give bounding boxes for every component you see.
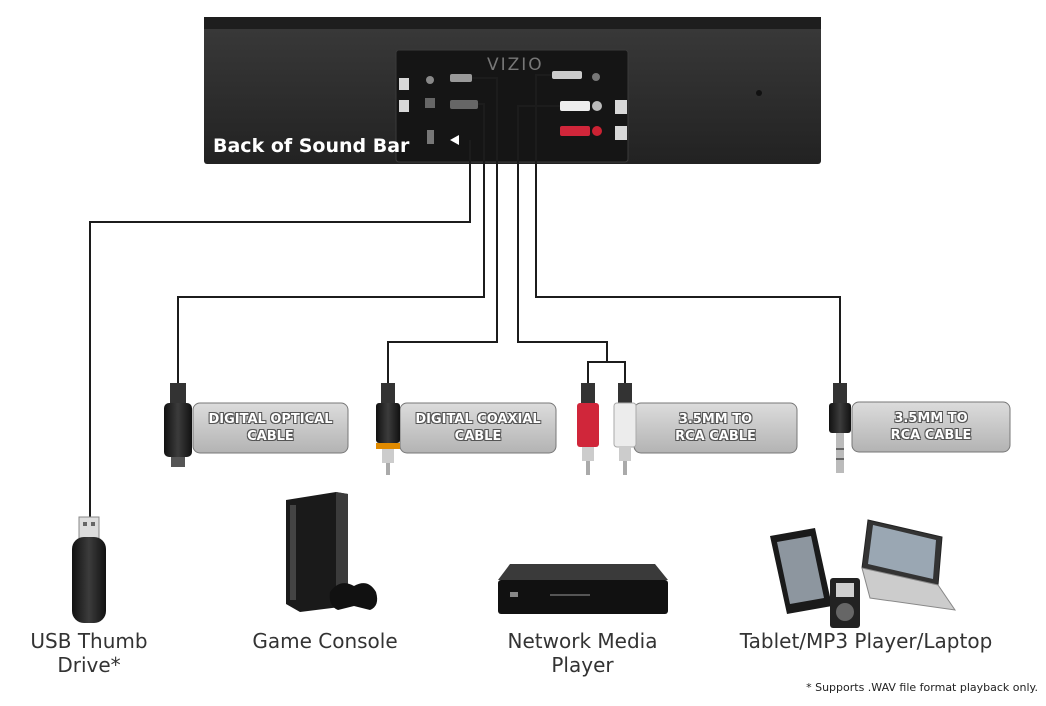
aux-port (592, 73, 600, 81)
panel-clip (615, 126, 627, 140)
rca-red-port (592, 126, 602, 136)
usb-port (427, 130, 434, 144)
aux-connector-icon (829, 383, 851, 473)
cable-routes (89, 74, 841, 520)
usb-drive-label-line2: Drive* (57, 653, 121, 677)
tablet-laptop-icon (770, 519, 957, 628)
rca-white-connector-icon (613, 383, 637, 475)
optical-label-line2: CABLE (247, 429, 294, 444)
media-player-label-line1: Network Media (507, 629, 658, 653)
media-player-icon (498, 564, 668, 614)
media-player-label-line2: Player (551, 653, 614, 677)
aux-plug (552, 71, 582, 79)
rca-cable (517, 105, 608, 385)
aux-label-box (851, 401, 1011, 453)
game-console-icon (286, 492, 378, 612)
mounting-hole (756, 90, 762, 96)
optical-connector-icon (164, 383, 192, 467)
panel-clip (399, 78, 409, 90)
optical-label-box (192, 402, 349, 454)
rca-white-port (592, 101, 602, 111)
optical-label-line1: DIGITAL OPTICAL (208, 412, 333, 427)
panel-clip (615, 100, 627, 114)
rca-white-plug (560, 101, 590, 111)
optical-port (425, 98, 435, 108)
aux-cable (535, 74, 841, 385)
footnote: * Supports .WAV file format playback onl… (806, 681, 1038, 694)
optical-plug (450, 100, 478, 109)
aux-cable-label: 3.5MM TO RCA CABLE (852, 402, 1010, 452)
brand-logo: VIZIO (487, 55, 544, 75)
tablet-laptop-label: Tablet/MP3 Player/Laptop (720, 629, 1012, 653)
rca-cable-label: 3.5MM TO RCA CABLE (634, 403, 797, 453)
cable-label-boxes (192, 401, 1011, 454)
usb-drive-label: USB Thumb Drive* (18, 629, 160, 677)
aux-label-line2: RCA CABLE (890, 428, 972, 443)
coaxial-connector-icon (376, 383, 400, 475)
rca-label-line2: RCA CABLE (675, 429, 756, 444)
tablet-laptop-label-line1: Tablet/MP3 Player/Laptop (739, 629, 993, 653)
game-console-label: Game Console (235, 629, 415, 653)
coaxial-port (426, 76, 434, 84)
coaxial-plug (450, 74, 472, 82)
rca-label-line1: 3.5MM TO (678, 412, 753, 427)
coaxial-cable (387, 77, 498, 385)
aux-label-line1: 3.5MM TO (894, 411, 968, 426)
rca-red-connector-icon (577, 383, 599, 475)
optical-cable-label: DIGITAL OPTICAL CABLE (193, 403, 348, 453)
usb-drive-label-line1: USB Thumb (30, 629, 148, 653)
rca-cable-split (607, 361, 626, 385)
soundbar-label: Back of Sound Bar (213, 135, 410, 157)
optical-cable (177, 103, 485, 385)
usb-arrow-icon (450, 135, 459, 145)
coaxial-cable-label: DIGITAL COAXIAL CABLE (400, 403, 556, 453)
media-player-label: Network Media Player (490, 629, 675, 677)
coaxial-label-line1: DIGITAL COAXIAL (415, 412, 541, 427)
panel-clip (399, 100, 409, 112)
coaxial-label-line2: CABLE (454, 429, 502, 444)
soundbar: VIZIO (204, 17, 821, 164)
game-console-label-line1: Game Console (252, 629, 398, 653)
rca-red-plug (560, 126, 590, 136)
usb-drive-icon (72, 516, 106, 623)
usb-cable (89, 140, 471, 520)
